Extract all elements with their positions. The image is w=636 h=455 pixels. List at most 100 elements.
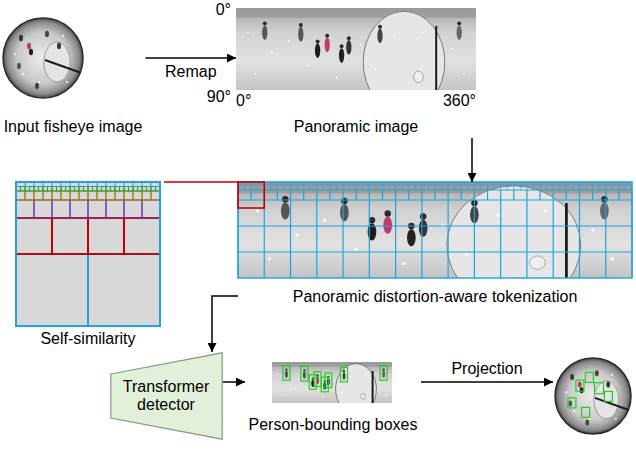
ceiling-light: [66, 81, 68, 83]
detection-box: [568, 398, 576, 408]
grid-line: [474, 190, 475, 200]
grid-line: [356, 190, 357, 200]
person-figure: [262, 25, 267, 40]
image-caption: Self-similarity: [40, 330, 135, 348]
ceiling-light: [22, 73, 24, 75]
person-figure: [339, 48, 344, 63]
grid-line: [448, 185, 449, 190]
detection-box: [309, 375, 316, 390]
grid-line: [251, 185, 252, 190]
token-cell: [142, 187, 147, 192]
grid-line: [402, 185, 403, 190]
person-head: [347, 36, 351, 40]
token-cell: [138, 187, 143, 192]
grid-line: [566, 190, 567, 200]
token-cell: [142, 191, 151, 200]
grid-line: [487, 185, 488, 190]
token-cell: [16, 254, 88, 326]
token-cell: [115, 187, 120, 192]
ceiling-light: [422, 32, 424, 34]
grid-line: [290, 190, 291, 200]
grid-line: [310, 185, 311, 190]
person-head: [384, 210, 391, 217]
label-holder: 0°: [234, 92, 253, 110]
person-figure: [29, 49, 33, 55]
ceiling-light: [393, 36, 395, 38]
token-cell: [88, 254, 160, 326]
flow-arrow: [471, 138, 473, 182]
grid-line: [408, 190, 409, 200]
token-cell: [25, 187, 30, 192]
grid-line: [316, 200, 317, 226]
token-cell: [124, 191, 133, 200]
grid-line: [389, 185, 390, 190]
grid-line: [303, 185, 304, 190]
grid-line: [474, 185, 475, 190]
person-head: [340, 44, 344, 48]
person-head: [263, 21, 267, 25]
detector-block: Transformer detector: [110, 352, 223, 440]
token-cell: [106, 191, 115, 200]
ceiling-light: [611, 257, 614, 260]
flow-arrow: [146, 57, 237, 59]
token-cell: [88, 200, 106, 218]
grid-line: [421, 185, 422, 190]
grid-line: [277, 185, 278, 190]
photo-ground: [555, 358, 631, 434]
image-caption: Panoramic image: [294, 118, 419, 136]
grid-line: [421, 226, 422, 252]
grid-line: [264, 226, 265, 252]
grid-line: [303, 190, 304, 200]
grid-line: [618, 190, 619, 200]
person-figure: [407, 229, 416, 246]
grid-line: [290, 252, 291, 278]
ceiling-light: [573, 410, 575, 412]
token-cell: [124, 200, 142, 218]
grid-line: [500, 190, 501, 200]
ceiling-light: [62, 35, 64, 37]
ceiling-light: [247, 32, 249, 34]
token-cell: [133, 187, 138, 192]
crouching-person: [414, 71, 424, 82]
grid-line: [434, 190, 435, 200]
token-cell: [151, 187, 156, 192]
token-cell: [102, 187, 107, 192]
grid-line: [329, 185, 330, 190]
grid-line: [487, 190, 488, 200]
grid-line: [572, 185, 573, 190]
ceiling-light: [379, 382, 381, 384]
grid-line: [592, 185, 593, 190]
fisheye-rim: [3, 18, 83, 98]
grid-line: [559, 185, 560, 190]
ceiling-band: [236, 8, 476, 18]
person-head: [457, 21, 461, 25]
token-cell: [21, 187, 26, 192]
edge-label: Remap: [163, 63, 219, 81]
flow-arrow: [223, 381, 246, 383]
inset-ground: [16, 182, 160, 326]
grid-line: [579, 185, 580, 190]
grid-line: [369, 190, 370, 200]
person-head: [601, 196, 608, 203]
person-figure: [298, 27, 303, 42]
grid-line: [605, 226, 606, 252]
crouching-person: [530, 256, 546, 269]
detection-box: [576, 380, 584, 391]
dome-reflection: [336, 364, 377, 403]
ceiling-light: [38, 81, 40, 83]
grid-line: [251, 190, 252, 200]
detection-box: [301, 366, 308, 381]
grid-line: [526, 185, 527, 190]
grid-line: [238, 251, 632, 252]
token-cell: [57, 187, 62, 192]
grid-line: [290, 226, 291, 252]
ceiling-light: [591, 228, 594, 231]
person-figure: [585, 420, 589, 426]
person-figure: [281, 202, 290, 219]
grid-line: [238, 199, 632, 200]
detection-image: Person-bounding boxes: [245, 360, 421, 436]
token-cell: [61, 191, 70, 200]
person-figure: [19, 35, 23, 41]
grid-line: [579, 226, 580, 252]
